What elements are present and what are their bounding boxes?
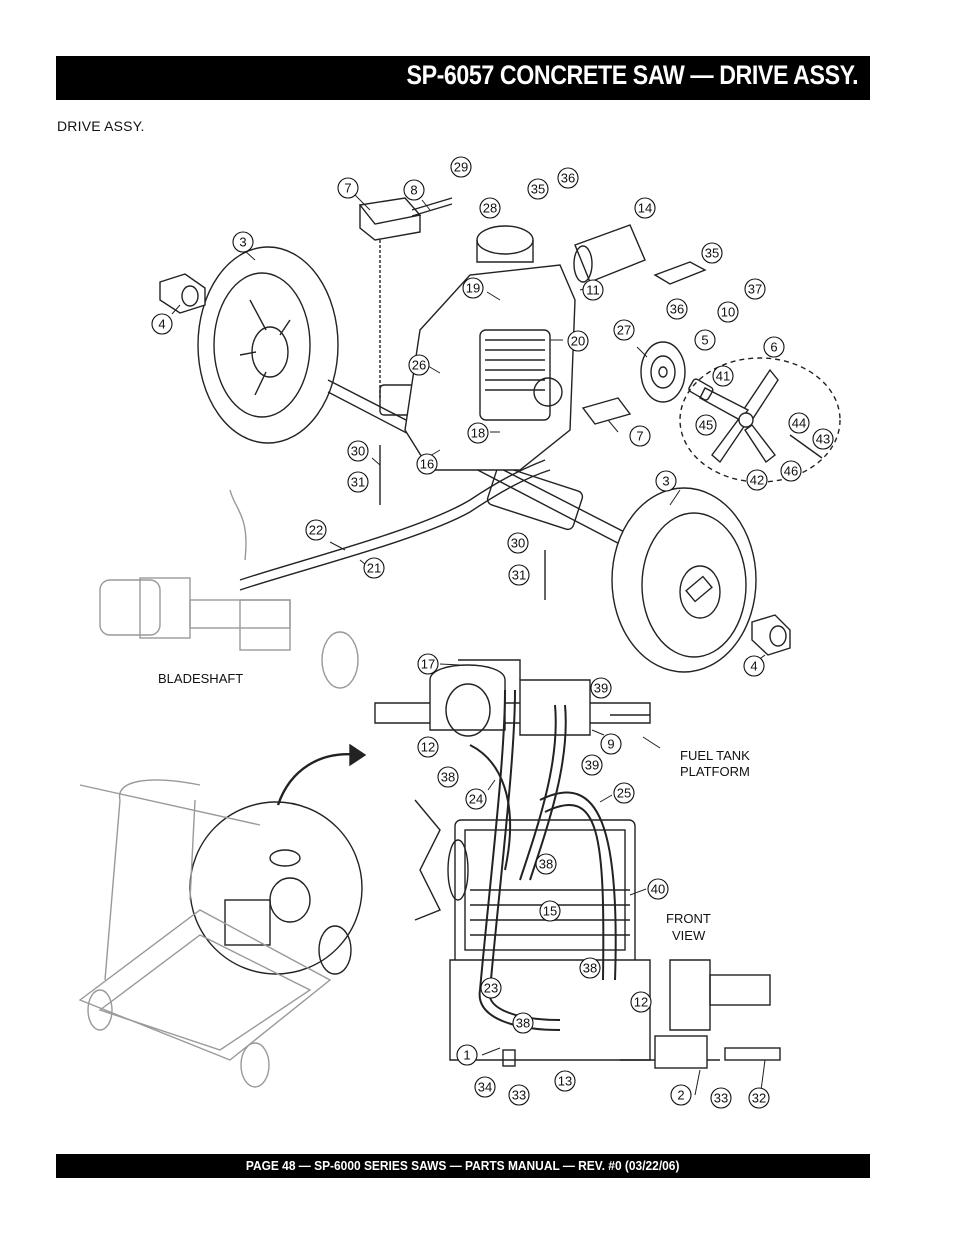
callout-32: 32 [752,1091,766,1106]
callout-13: 13 [558,1074,572,1089]
callout-27: 27 [617,323,631,338]
callout-17: 17 [421,657,435,672]
callout-14: 14 [638,201,652,216]
callout-38: 38 [516,1016,530,1031]
callout-6: 6 [770,340,777,355]
callout-19: 19 [466,281,480,296]
callout-42: 42 [750,473,764,488]
left-hub-nut-drawing [159,273,206,314]
callout-15: 15 [543,904,557,919]
right-wheel-drawing [611,487,757,673]
saw-frame-drawing [78,779,332,1088]
callout-12: 12 [634,995,648,1010]
fuel-filter-drawing [573,224,646,283]
callout-34: 34 [478,1080,492,1095]
platform-plate-drawing [581,397,632,425]
inset-detail-circle-drawing [189,743,367,975]
front-view-label-line2: VIEW [672,928,706,943]
callout-31: 31 [351,475,365,490]
callout-43: 43 [816,432,830,447]
page-footer-text: PAGE 48 — SP-6000 SERIES SAWS — PARTS MA… [246,1158,680,1173]
callout-45: 45 [699,418,713,433]
callout-20: 20 [571,334,585,349]
callout-12: 12 [421,740,435,755]
left-wheel-drawing [197,246,339,444]
bladeshaft-label: BLADESHAFT [158,671,243,686]
page-footer-bar: PAGE 48 — SP-6000 SERIES SAWS — PARTS MA… [56,1154,870,1178]
front-view-label-line1: FRONT [666,911,711,926]
callout-26: 26 [412,358,426,373]
fuel-tank-platform-drawing [374,659,651,737]
callout-4: 4 [158,317,165,332]
side-bracket-drawing [653,261,707,285]
callout-33: 33 [512,1088,526,1103]
page-header-bar: SP-6057 CONCRETE SAW — DRIVE ASSY. [56,56,870,100]
callout-23: 23 [484,981,498,996]
callout-1: 1 [463,1048,470,1063]
callout-33: 33 [714,1091,728,1106]
engine-block-drawing [404,225,576,471]
callout-11: 11 [586,283,600,298]
callout-29: 29 [454,160,468,175]
fuel-tank-label-line2: PLATFORM [680,764,750,779]
callout-35: 35 [705,246,719,261]
callout-8: 8 [410,183,417,198]
callout-21: 21 [367,561,381,576]
callout-25: 25 [617,786,631,801]
bladeshaft-drawing [99,489,359,689]
callout-28: 28 [483,201,497,216]
callout-36: 36 [561,171,575,186]
callout-37: 37 [748,282,762,297]
pulley-drawing [640,341,686,403]
callout-35: 35 [531,182,545,197]
callout-31: 31 [512,568,526,583]
callout-numbers: 7 8 29 28 35 36 14 3 4 19 11 35 37 36 10… [158,160,830,1106]
callout-44: 44 [792,416,806,431]
callout-41: 41 [716,369,730,384]
callout-36: 36 [670,302,684,317]
callout-3: 3 [239,235,246,250]
callout-30: 30 [511,536,525,551]
callout-circles [151,156,834,1109]
callout-7: 7 [636,429,643,444]
callout-10: 10 [721,305,735,320]
callout-18: 18 [471,426,485,441]
callout-46: 46 [784,464,798,479]
callout-24: 24 [469,792,483,807]
callout-39: 39 [594,681,608,696]
callout-38: 38 [539,857,553,872]
callout-38: 38 [441,770,455,785]
callout-3: 3 [662,474,669,489]
callout-39: 39 [585,758,599,773]
fuel-line-drawing [239,445,551,600]
callout-9: 9 [607,737,614,752]
callout-2: 2 [677,1088,684,1103]
fan-assembly-drawing [679,357,841,483]
callout-22: 22 [309,523,323,538]
right-hub-nut-drawing [751,614,791,656]
callout-40: 40 [651,882,665,897]
page-title: SP-6057 CONCRETE SAW — DRIVE ASSY. [406,60,858,90]
callout-4: 4 [750,659,757,674]
callout-7: 7 [344,181,351,196]
callout-30: 30 [351,444,365,459]
callout-16: 16 [420,457,434,472]
section-subtitle: DRIVE ASSY. [57,118,145,134]
fuel-tank-label-line1: FUEL TANK [680,748,750,763]
top-mount-bracket-drawing [358,197,453,400]
callout-38: 38 [583,961,597,976]
callout-5: 5 [701,333,708,348]
